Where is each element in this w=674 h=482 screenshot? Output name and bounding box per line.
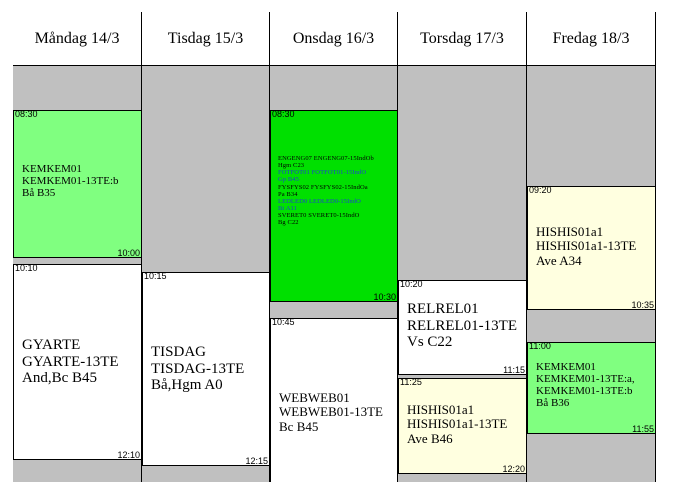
end-time: 10:35 [630, 300, 655, 310]
course-group: KEMKEM01-13TE:b [536, 385, 633, 398]
course-group: HISHIS01a1-13TE [536, 238, 637, 254]
course-code: WEBWEB01 [279, 390, 350, 405]
teacher-room: Hgm C23 [278, 162, 305, 170]
course-group: KEMKEM01-13TE:b [22, 175, 119, 188]
course-line: FOTFOT01 FOTFOT01-15IndO [278, 169, 367, 177]
end-time: 12:10 [116, 450, 141, 460]
course-group: KEMKEM01-13TE:a, [536, 373, 635, 386]
day-header-wednesday: Onsdag 16/3 [270, 12, 398, 66]
end-time: 12:15 [244, 456, 269, 466]
teacher-room: And,Bc B45 [22, 370, 97, 386]
day-label: Onsdag 16/3 [292, 30, 375, 47]
end-time: 11:15 [502, 365, 526, 375]
start-time: 10:20 [399, 280, 424, 289]
event-tisdag-tuesday[interactable]: 10:15 TISDAG TISDAG-13TE Bå,Hgm A0 12:15 [142, 272, 270, 466]
event-gyarte-monday[interactable]: 10:10 GYARTE GYARTE-13TE And,Bc B45 12:1… [13, 264, 142, 460]
teacher-room: Ave A34 [536, 252, 582, 268]
header-divider [13, 65, 656, 66]
course-line: LEDLED0 LEDLED0-15IndO [278, 197, 361, 205]
event-kem-friday[interactable]: 11:00 KEMKEM01 KEMKEM01-13TE:a, KEMKEM01… [527, 342, 656, 434]
course-line: FYSFYS02 FYSFYS02-15IndOa [278, 183, 368, 191]
event-his-friday[interactable]: 09:20 HISHIS01a1 HISHIS01a1-13TE Ave A34… [527, 186, 656, 310]
day-header-monday: Måndag 14/3 [13, 12, 142, 66]
teacher-room: Bå,Hgm A0 [151, 377, 223, 393]
course-group: WEBWEB01-13TE [279, 404, 383, 420]
event-web-wednesday[interactable]: 10:45 WEBWEB01 WEBWEB01-13TE Bc B45 [270, 318, 398, 482]
course-group: GYARTE-13TE [22, 353, 119, 370]
event-kem-monday[interactable]: 08:30 KEMKEM01 KEMKEM01-13TE:b Bå B35 10… [13, 110, 142, 258]
event-his-thursday[interactable]: 11:25 HISHIS01a1 HISHIS01a1-13TE Ave B46… [398, 378, 527, 474]
course-code: RELREL01 [407, 301, 479, 317]
start-time: 10:45 [271, 318, 296, 327]
course-code: HISHIS01a1 [536, 224, 604, 239]
teacher-room: Bå B35 [22, 187, 56, 200]
end-time: 10:00 [116, 248, 141, 258]
teacher-room: Bc B45 [279, 418, 319, 434]
start-time: 11:00 [528, 342, 552, 351]
day-label: Torsdag 17/3 [420, 30, 504, 47]
teacher-room: Bt A11 [278, 204, 297, 212]
start-time: 11:25 [399, 378, 423, 387]
start-time: 10:10 [14, 264, 39, 273]
day-header-thursday: Torsdag 17/3 [398, 12, 527, 66]
course-line: ENGENG07 ENGENG07-15IndOb [278, 155, 374, 162]
course-code: GYARTE [22, 337, 81, 353]
teacher-room: Vs C22 [407, 334, 453, 350]
course-code: HISHIS01a1 [407, 402, 475, 417]
teacher-room: Bå B36 [536, 397, 570, 410]
end-time: 10:30 [372, 292, 397, 302]
start-time: 10:15 [143, 272, 168, 281]
course-group: RELREL01-13TE [407, 317, 517, 334]
day-header-friday: Fredag 18/3 [527, 12, 656, 66]
course-line: SVERET0 SVERET0-15IndO [278, 212, 360, 220]
teacher-room: Pa B34 [278, 190, 298, 198]
course-code: KEMKEM01 [22, 163, 82, 175]
course-code: TISDAG [151, 344, 206, 360]
end-time: 12:20 [501, 464, 526, 474]
day-label: Tisdag 15/3 [167, 30, 244, 47]
day-label: Fredag 18/3 [552, 30, 630, 47]
end-time: 11:55 [631, 424, 655, 434]
day-header-tuesday: Tisdag 15/3 [142, 12, 270, 66]
course-group: TISDAG-13TE [151, 360, 245, 377]
start-time: 08:30 [14, 110, 39, 119]
teacher-room: Ave B46 [407, 430, 453, 446]
course-group: HISHIS01a1-13TE [407, 416, 508, 432]
teacher-room: Gp B45 [278, 176, 300, 184]
day-label: Måndag 14/3 [34, 30, 120, 47]
start-time: 09:20 [528, 186, 553, 195]
event-multi-wednesday[interactable]: 08:30 ENGENG07 ENGENG07-15IndOb Hgm C23 … [270, 110, 398, 302]
teacher-room: Bg C22 [278, 219, 299, 227]
course-code: KEMKEM01 [536, 361, 596, 373]
event-rel-thursday[interactable]: 10:20 RELREL01 RELREL01-13TE Vs C22 11:1… [398, 280, 527, 375]
start-time: 08:30 [271, 110, 296, 119]
